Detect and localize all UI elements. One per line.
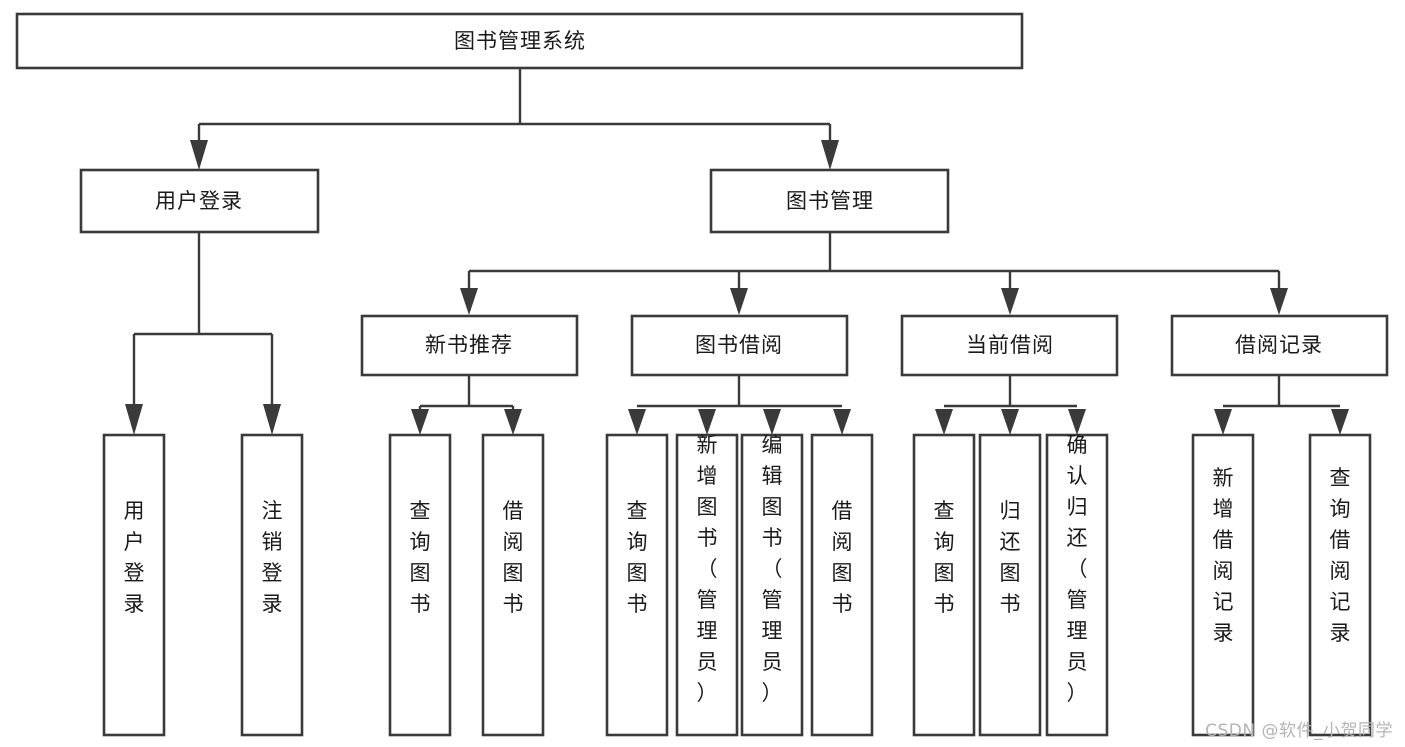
node-leaf-query-book-2-label: 查询图书 [627, 499, 648, 616]
node-leaf-borrow-book-2[interactable]: 借阅图书 [810, 433, 874, 737]
node-borrow-record[interactable]: 借阅记录 [1170, 314, 1389, 377]
node-user-login-label: 用户登录 [155, 189, 243, 213]
node-leaf-user-login[interactable]: 用户登录 [102, 433, 166, 737]
node-current-borrow-label: 当前借阅 [966, 333, 1054, 357]
node-leaf-return-book[interactable]: 归还图书 [978, 433, 1042, 737]
node-leaf-query-book-1[interactable]: 查询图书 [388, 433, 452, 737]
node-root-label: 图书管理系统 [454, 29, 586, 53]
node-leaf-borrow-book-1-label: 借阅图书 [503, 499, 524, 616]
node-leaf-borrow-book-2-label: 借阅图书 [832, 499, 853, 616]
node-leaf-query-book-3-label: 查询图书 [934, 499, 955, 616]
node-leaf-return-book-label: 归还图书 [1000, 499, 1021, 616]
node-leaf-query-book-3[interactable]: 查询图书 [912, 433, 976, 737]
node-leaf-add-book[interactable]: 新增图书（管理员） [675, 433, 739, 737]
node-new-book-recommend-label: 新书推荐 [425, 333, 513, 357]
node-leaf-user-login-label: 用户登录 [124, 499, 145, 616]
connector-currentborrow-to-leaves [935, 375, 1086, 435]
node-leaf-query-record-label: 查询借阅记录 [1330, 466, 1351, 645]
node-leaf-edit-book[interactable]: 编辑图书（管理员） [740, 433, 804, 737]
node-leaf-logout-login-label: 注销登录 [262, 499, 283, 616]
node-new-book-recommend[interactable]: 新书推荐 [360, 314, 579, 377]
node-book-management[interactable]: 图书管理 [709, 168, 950, 234]
node-current-borrow[interactable]: 当前借阅 [900, 314, 1119, 377]
connector-bookborrow-to-leaves [628, 375, 851, 435]
node-leaf-confirm-return[interactable]: 确认归还（管理员） [1045, 433, 1109, 737]
connector-userlogin-to-leaves [125, 232, 281, 435]
node-leaf-query-record[interactable]: 查询借阅记录 [1308, 433, 1372, 737]
node-leaf-logout-login[interactable]: 注销登录 [240, 433, 304, 737]
node-leaf-add-record[interactable]: 新增借阅记录 [1191, 433, 1255, 737]
connector-newbook-to-leaves [411, 375, 522, 435]
node-borrow-record-label: 借阅记录 [1235, 333, 1323, 357]
node-leaf-add-record-label: 新增借阅记录 [1213, 466, 1234, 645]
node-leaf-query-book-1-label: 查询图书 [410, 499, 431, 616]
node-leaf-confirm-return-label: 确认归还（管理员） [1067, 433, 1088, 705]
node-book-borrow[interactable]: 图书借阅 [630, 314, 849, 377]
node-leaf-add-book-label: 新增图书（管理员） [697, 433, 718, 705]
node-leaf-query-book-2[interactable]: 查询图书 [605, 433, 669, 737]
connector-borrowrecord-to-leaves [1214, 375, 1349, 435]
node-root[interactable]: 图书管理系统 [15, 12, 1024, 70]
node-book-management-label: 图书管理 [786, 189, 874, 213]
connector-root-to-level1 [190, 68, 839, 170]
node-leaf-edit-book-label: 编辑图书（管理员） [762, 433, 783, 705]
node-user-login[interactable]: 用户登录 [79, 168, 320, 234]
node-book-borrow-label: 图书借阅 [695, 333, 783, 357]
node-leaf-borrow-book-1[interactable]: 借阅图书 [481, 433, 545, 737]
connector-bookmanagement-to-level2 [460, 232, 1288, 315]
